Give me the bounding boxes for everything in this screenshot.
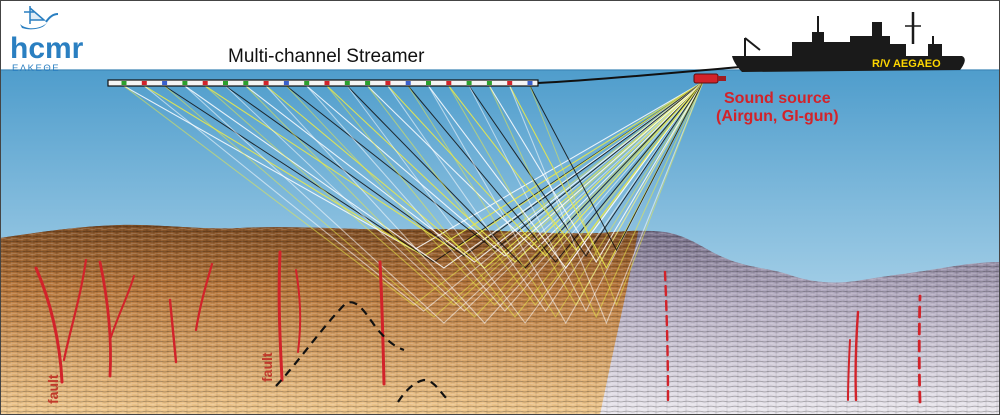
fault-line xyxy=(847,339,851,401)
fault-label: fault xyxy=(259,352,275,382)
seismic-ray xyxy=(326,81,704,263)
ship-icon: R/V AEGAEO xyxy=(732,12,965,72)
logo-subtitle: ΕΛΚΕΘΕ xyxy=(12,63,60,74)
seismic-ray xyxy=(306,81,704,312)
fault-line xyxy=(62,258,88,362)
receiver xyxy=(162,81,168,85)
sound-source-label: Sound source xyxy=(724,90,831,107)
fault-line xyxy=(34,266,64,384)
seismic-ray xyxy=(488,81,704,319)
receiver xyxy=(304,81,310,85)
seismic-ray xyxy=(123,81,704,306)
seismic-ray xyxy=(245,81,704,318)
seismic-ray xyxy=(367,81,704,251)
receivers xyxy=(121,81,533,85)
seismic-ray xyxy=(509,81,704,325)
receiver xyxy=(527,81,533,85)
seismic-ray xyxy=(387,81,704,312)
airgun-icon xyxy=(693,73,719,84)
seismic-ray xyxy=(468,81,704,257)
seismic-ray xyxy=(448,81,704,251)
sound-source-type-label: (Airgun, GI-gun) xyxy=(716,108,839,125)
receiver xyxy=(121,81,127,85)
ship-name-label: R/V AEGAEO xyxy=(872,58,941,70)
fault-line xyxy=(917,294,922,404)
receiver xyxy=(283,81,289,85)
fault-line xyxy=(194,262,214,332)
horizon-line xyxy=(397,378,449,403)
tow-cable xyxy=(537,65,753,84)
fault-label: fault xyxy=(45,374,61,404)
receiver xyxy=(182,81,188,85)
seismic-ray xyxy=(286,81,704,251)
fault-line xyxy=(663,270,670,402)
horizon-line xyxy=(275,301,405,387)
seismic-ray xyxy=(448,81,704,307)
seismic-ray xyxy=(143,81,704,312)
seismic-ray xyxy=(204,81,704,251)
sound-source xyxy=(693,73,726,84)
receiver xyxy=(405,81,411,85)
seismic-rays xyxy=(123,81,704,325)
seismic-ray xyxy=(204,81,704,306)
receiver xyxy=(426,81,431,85)
streamer xyxy=(107,65,753,87)
receiver xyxy=(223,81,228,85)
hcmr-logo: hcmr ΕΛΚΕΘΕ xyxy=(10,6,84,74)
seismic-ray xyxy=(407,81,704,318)
seismic-ray xyxy=(144,81,704,257)
seismic-ray xyxy=(529,81,704,252)
streamer-cable xyxy=(107,79,539,87)
receiver xyxy=(466,81,472,85)
ship-hull xyxy=(732,56,965,72)
receiver xyxy=(365,81,371,85)
seismic-ray xyxy=(245,81,704,263)
receiver xyxy=(507,81,513,85)
seismic-ray xyxy=(488,81,704,264)
seismic-ray xyxy=(326,81,704,318)
fault-line xyxy=(168,298,178,364)
receiver xyxy=(202,81,208,85)
ship-logo-icon xyxy=(20,22,48,30)
receiver xyxy=(385,81,391,85)
logo-text: hcmr xyxy=(10,32,84,65)
horizon-markers xyxy=(275,301,449,403)
fault-line xyxy=(854,310,860,402)
seismic-ray xyxy=(346,81,704,269)
seismic-ray xyxy=(529,81,704,307)
fault-lines xyxy=(34,250,922,404)
seismic-ray xyxy=(184,81,704,269)
fault-line xyxy=(109,275,135,341)
fault-line xyxy=(98,260,112,378)
receiver xyxy=(141,81,147,85)
seismic-ray xyxy=(265,81,704,269)
seismic-ray xyxy=(387,81,704,257)
streamer-label: Multi-channel Streamer xyxy=(228,46,425,67)
receiver xyxy=(344,81,350,85)
fault-line xyxy=(295,269,302,353)
seismic-ray xyxy=(286,81,704,306)
seismic-ray xyxy=(184,81,704,324)
seismic-ray xyxy=(428,81,704,269)
seismic-ray xyxy=(407,81,704,263)
receiver xyxy=(243,81,249,85)
receiver xyxy=(263,81,269,85)
fault-line xyxy=(378,260,386,386)
fault-line xyxy=(277,250,284,382)
seismic-ray xyxy=(225,81,704,257)
receiver xyxy=(446,81,452,85)
receiver xyxy=(324,81,330,85)
receiver xyxy=(486,81,492,85)
